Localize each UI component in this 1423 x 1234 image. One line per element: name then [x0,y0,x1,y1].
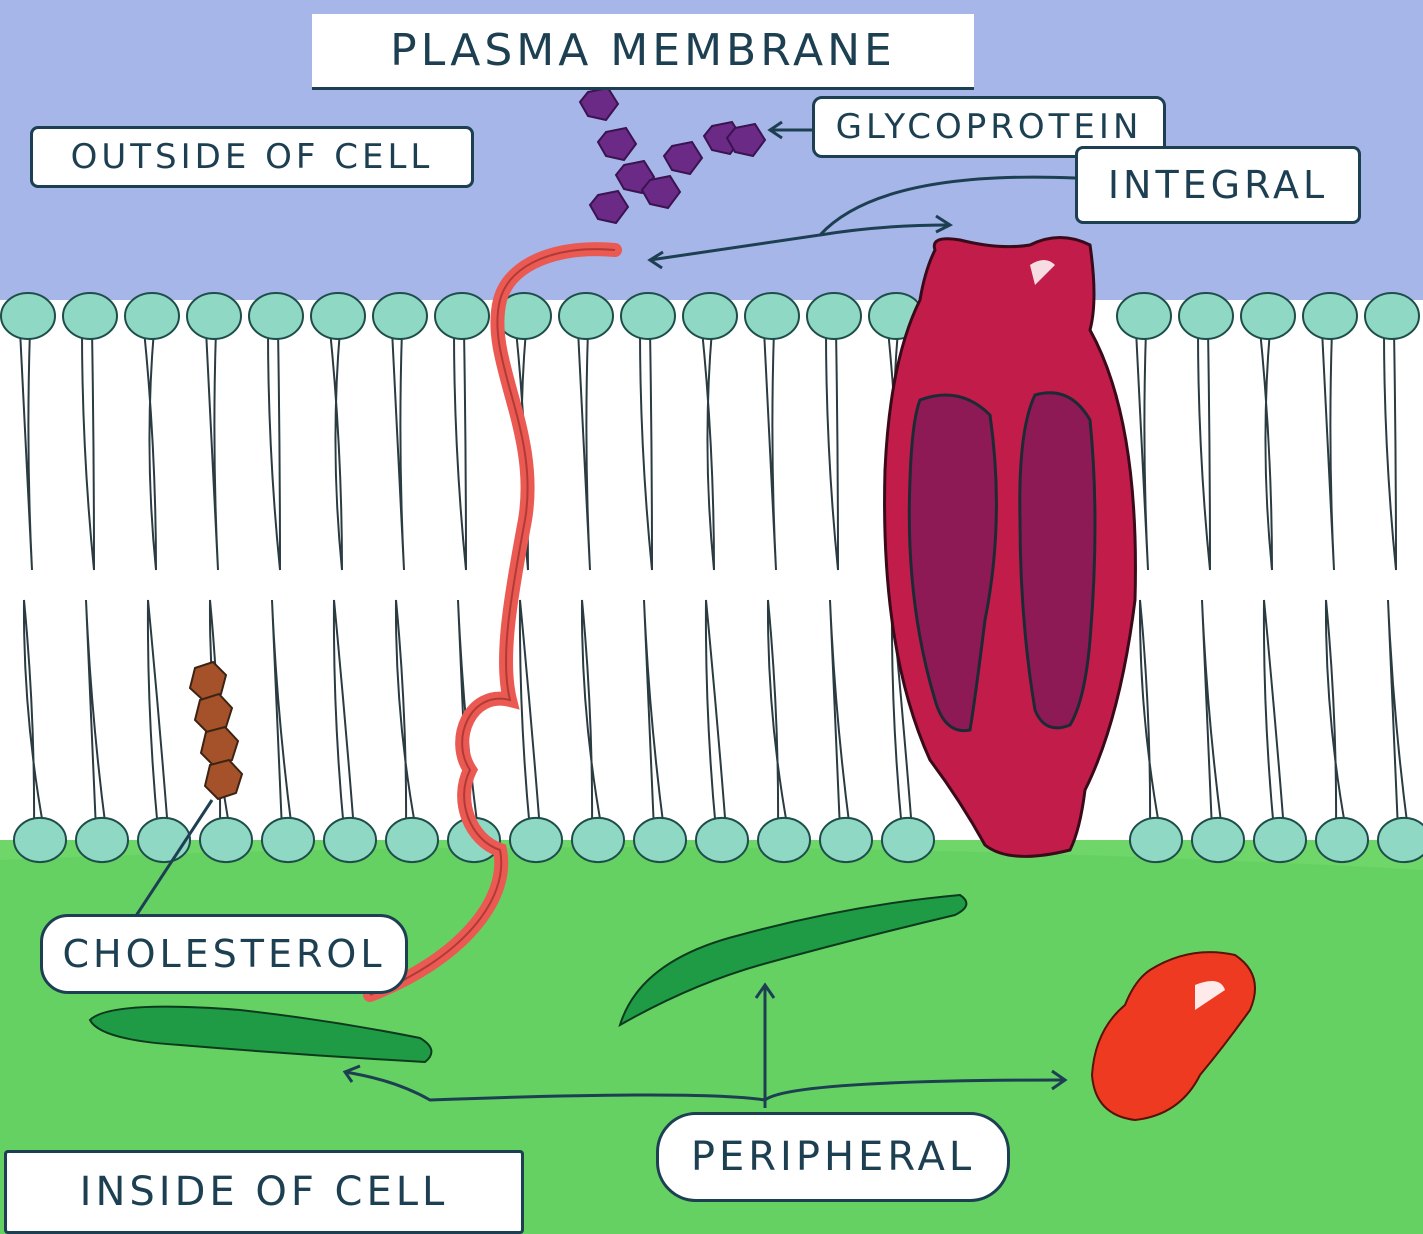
peripheral-protein-red [1090,951,1256,1122]
phospholipid-head [434,292,490,340]
phospholipid-head [199,816,253,864]
phospholipid-head [248,292,304,340]
phospholipid-head [757,816,811,864]
phospholipid-head [881,816,935,864]
phospholipid-head [819,816,873,864]
lipid-tail [643,599,665,831]
lipid-tail [515,329,529,571]
phospholipid-head [633,816,687,864]
lipid-tail [1138,599,1161,831]
lipid-tails [19,329,1409,831]
lipid-tail [701,329,715,571]
phospholipid-head [124,292,180,340]
phospholipid-head [1178,292,1234,340]
phospholipid-head [310,292,366,340]
lipid-tail [271,599,293,831]
phospholipid-head [558,292,614,340]
lipid-tail [518,599,541,831]
title-label: PLASMA MEMBRANE [312,14,974,90]
phospholipid-head [509,816,563,864]
lipid-tail [394,599,417,831]
phospholipid-head [1315,816,1369,864]
inside-of-cell-label: INSIDE OF CELL [4,1150,524,1234]
cholesterol-label: CHOLESTEROL [40,914,408,994]
phospholipid-head [1129,816,1183,864]
lipid-tail [704,599,727,831]
cholesterol-pointer [128,799,214,926]
phospholipid-head [682,292,738,340]
lower-phospholipid-heads [13,816,1423,864]
phospholipid-head [744,292,800,340]
phospholipid-head [323,816,377,864]
lipid-tail [1259,329,1273,571]
lipid-tail [205,329,219,571]
phospholipid-head [695,816,749,864]
phospholipid-head [1253,816,1307,864]
cholesterol-molecule [188,660,244,801]
lipid-tail [1262,599,1285,831]
phospholipid-head [186,292,242,340]
glycoprotein-label: GLYCOPROTEIN [812,96,1166,158]
phospholipid-head [1191,816,1245,864]
lipid-tail [391,329,405,571]
lipid-tail [763,329,777,571]
phospholipid-head [13,816,67,864]
phospholipid-head [137,816,191,864]
lipid-tail [639,329,653,571]
lipid-tail [22,599,45,831]
phospholipid-head [1116,292,1172,340]
lipid-tail [580,599,603,831]
lipid-tail [19,329,33,571]
lipid-tail [143,329,157,571]
phospholipid-head [0,292,56,340]
lipid-tail [453,329,467,571]
phospholipid-head [620,292,676,340]
phospholipid-head [385,816,439,864]
lipid-tail [825,329,839,571]
upper-phospholipid-heads [0,292,1420,340]
outside-of-cell-label: OUTSIDE OF CELL [30,126,474,188]
lipid-tail [1324,599,1347,831]
phospholipid-head [806,292,862,340]
peripheral-label: PERIPHERAL [656,1112,1010,1202]
lipid-tail [1387,599,1409,831]
integral-protein-strand-outline [369,248,616,996]
annotation-arrows [342,120,1076,1108]
lipid-tail [332,599,355,831]
lipid-tail [1201,599,1223,831]
lipid-tail [766,599,789,831]
lipid-tail [1135,329,1149,571]
phospholipid-head [1302,292,1358,340]
lipid-tail [267,329,281,571]
phospholipid-head [571,816,625,864]
glycoprotein-chain [578,86,767,225]
phospholipid-head [1377,816,1423,864]
lipid-tail [1197,329,1211,571]
phospholipid-head [75,816,129,864]
lipid-tail [81,329,95,571]
lipid-tail [329,329,343,571]
bilayer-region [0,300,1423,840]
phospholipid-head [372,292,428,340]
phospholipid-head [62,292,118,340]
integral-label: INTEGRAL [1075,146,1361,224]
lipid-tail [85,599,107,831]
lipid-tail [1321,329,1335,571]
peripheral-protein-left [88,1005,433,1064]
integral-protein [883,236,1137,858]
phospholipid-head [1240,292,1296,340]
lipid-tail [146,599,169,831]
peripheral-protein-right-green [618,893,968,1028]
lipid-tail [577,329,591,571]
lipid-tail [1383,329,1397,571]
phospholipid-head [1364,292,1420,340]
lipid-tail [829,599,851,831]
phospholipid-head [261,816,315,864]
